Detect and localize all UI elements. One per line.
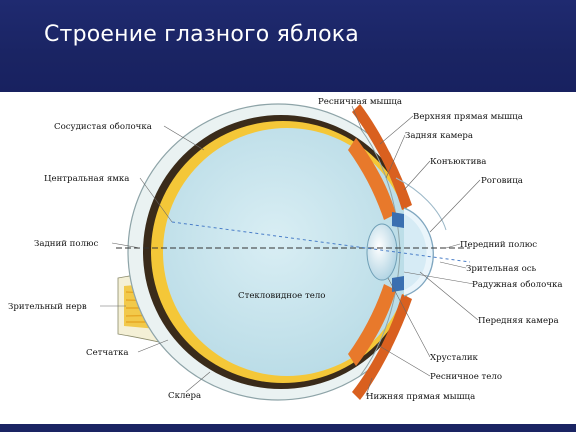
label-posterior-pole: Задний полюс	[34, 239, 99, 249]
label-ciliary-muscle: Ресничная мышца	[318, 97, 402, 107]
label-iris: Радужная оболочка	[472, 279, 563, 290]
title-bar: Строение глазного яблока	[0, 0, 576, 92]
label-retina: Сетчатка	[86, 348, 128, 358]
label-vitreous-body: Стекловидное тело	[238, 291, 325, 301]
label-choroid: Сосудистая оболочка	[54, 121, 152, 132]
footer-bar	[0, 424, 576, 432]
rectus-muscles	[352, 104, 412, 400]
label-anterior-pole: Передний полюс	[460, 240, 537, 250]
label-visual-axis: Зрительная ось	[466, 264, 537, 274]
label-optic-nerve: Зрительный нерв	[8, 302, 87, 312]
ciliary-body	[348, 138, 396, 366]
label-ciliary-body: Ресничное тело	[430, 372, 502, 382]
label-superior-rectus: Верхняя прямая мышца	[413, 112, 523, 122]
label-sclera: Склера	[168, 391, 201, 401]
label-cornea: Роговица	[481, 176, 523, 186]
label-posterior-chamber: Задняя камера	[405, 131, 473, 141]
label-lens: Хрусталик	[430, 353, 479, 363]
label-anterior-chamber: Передняя камера	[478, 316, 559, 326]
label-fovea: Центральная ямка	[44, 174, 129, 184]
conjunctiva	[395, 177, 447, 231]
anterior-chamber	[404, 214, 427, 290]
label-conjunctiva: Конъюктива	[430, 157, 486, 167]
leader-lines	[100, 105, 481, 397]
visual-axis-line	[171, 221, 471, 263]
label-inferior-rectus: Нижняя прямая мышца	[366, 392, 475, 402]
lens	[366, 223, 398, 281]
vitreous-body	[163, 128, 411, 376]
eyeball-diagram: Ресничная мышца Верхняя прямая мышца Зад…	[8, 97, 563, 402]
iris	[392, 212, 404, 292]
slide-title: Строение глазного яблока	[44, 22, 359, 47]
